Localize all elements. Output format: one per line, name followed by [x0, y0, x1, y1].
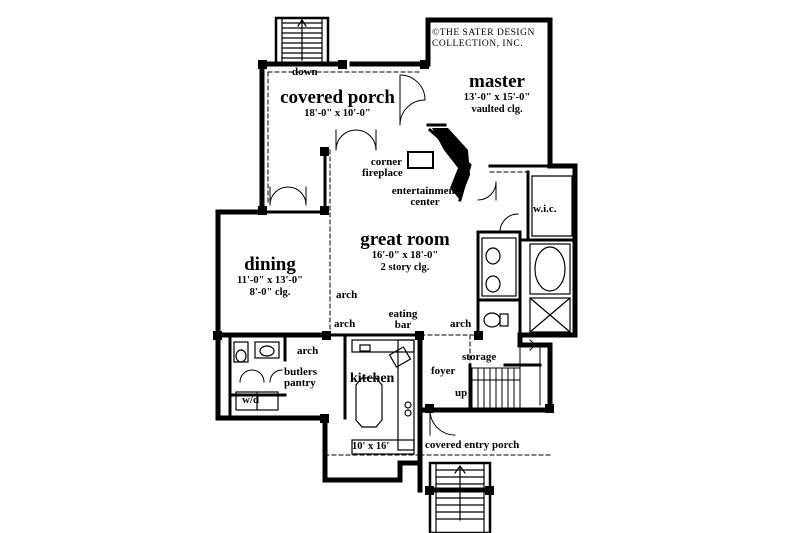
arch-label-pantry: arch — [297, 345, 319, 357]
entertainment-line-2: center — [410, 196, 440, 208]
butlers-line-2: pantry — [284, 377, 316, 389]
master-name: master — [469, 71, 525, 92]
eating-bar-line-2: bar — [394, 319, 412, 331]
master-note: vaulted clg. — [471, 103, 523, 115]
covered-entry-porch-label: covered entry porch — [425, 439, 520, 451]
master-room-label: master 13'-0" x 15'-0" vaulted clg. — [447, 72, 547, 115]
wic-label: w.i.c. — [533, 203, 557, 215]
corner-fireplace-line-1: corner — [370, 156, 402, 168]
entertainment-line-1: entertainment — [391, 185, 459, 197]
kitchen-name: kitchen — [350, 371, 395, 386]
top-stairs — [274, 16, 330, 66]
storage-label: storage — [462, 351, 497, 363]
great-room-size: 16'-0" x 18'-0" — [371, 250, 439, 261]
dining-name: dining — [244, 254, 296, 275]
covered-porch-name: covered porch — [280, 87, 395, 108]
copyright-line-1: ©THE SATER DESIGN — [432, 28, 535, 38]
kitchen-size: 10' x 16' — [352, 441, 390, 452]
dining-note: 8'-0" clg. — [249, 286, 291, 298]
great-room-name: great room — [360, 229, 450, 250]
corner-fireplace-label: corner fireplace — [362, 156, 403, 179]
butlers-pantry-label: butlers pantry — [284, 367, 317, 389]
butlers-line-1: butlers — [284, 366, 317, 378]
bath-fixtures — [233, 175, 573, 411]
kitchen-fixtures — [351, 339, 415, 455]
master-size: 13'-0" x 15'-0" — [463, 92, 531, 103]
washer-dryer-label: w/d — [242, 394, 260, 406]
entertainment-center-label: entertainment center — [380, 186, 470, 208]
arch-label-kitchen: arch — [334, 318, 356, 330]
great-room-label: great room 16'-0" x 18'-0" 2 story clg. — [345, 230, 465, 273]
dining-room-label: dining 11'-0" x 13'-0" 8'-0" clg. — [225, 255, 315, 298]
doors — [239, 74, 519, 436]
eating-bar-label: eating bar — [380, 309, 426, 331]
dining-size: 11'-0" x 13'-0" — [237, 275, 303, 286]
dashed-lines — [267, 71, 551, 456]
great-room-note: 2 story clg. — [380, 261, 430, 273]
down-label: down — [292, 66, 318, 78]
arch-label-dining: arch — [336, 289, 358, 301]
copyright-line-2: COLLECTION, INC. — [432, 39, 524, 49]
foyer-label: foyer — [431, 365, 456, 377]
covered-porch-size: 18'-0" x 10'-0" — [304, 108, 371, 119]
entry-stairs — [428, 461, 492, 533]
corner-fireplace-line-2: fireplace — [362, 167, 403, 179]
arch-label-foyer: arch — [450, 318, 472, 330]
interior-stairs — [471, 339, 541, 409]
eating-bar-line-1: eating — [388, 308, 418, 320]
up-label: up — [455, 387, 468, 399]
covered-porch-label: covered porch 18'-0" x 10'-0" — [270, 88, 405, 120]
